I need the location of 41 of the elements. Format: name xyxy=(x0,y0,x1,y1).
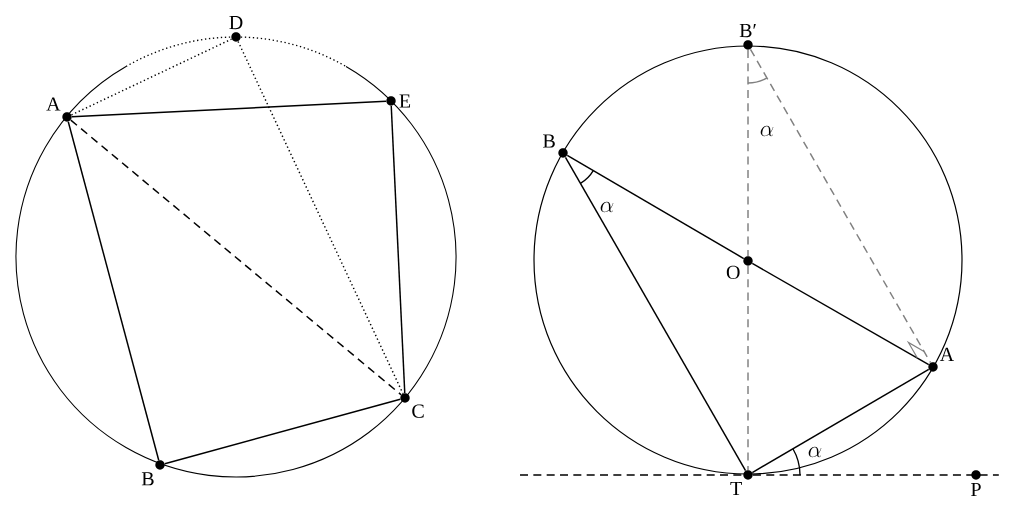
node-label: B xyxy=(141,472,154,486)
line-segment xyxy=(751,262,930,366)
line-segment xyxy=(749,48,932,364)
line-segment xyxy=(564,156,747,472)
labeled-point: E xyxy=(386,94,411,108)
line-segment xyxy=(751,368,930,474)
line-segment xyxy=(237,40,404,395)
line-segment xyxy=(566,154,745,260)
line-segment xyxy=(747,49,749,257)
node-label: D xyxy=(229,16,243,30)
node-label: A xyxy=(46,97,61,111)
line-segment xyxy=(70,38,233,116)
node-label: E xyxy=(399,94,411,108)
labeled-point: B′ xyxy=(739,24,756,50)
node-label: B xyxy=(543,134,555,148)
line-segment xyxy=(67,121,160,461)
labeled-point: C xyxy=(400,393,424,418)
node-label: C xyxy=(412,404,424,418)
labeled-point: T xyxy=(730,470,753,496)
labeled-point: A xyxy=(928,347,954,372)
labeled-point: P xyxy=(971,470,981,496)
node-label: O xyxy=(726,265,740,280)
node-label: T xyxy=(730,481,742,496)
node-label: A xyxy=(939,347,954,361)
labeled-point: A xyxy=(46,97,72,122)
line-segment xyxy=(70,119,402,396)
line-segment xyxy=(519,474,744,476)
angle-label: $\alpha$ xyxy=(600,201,614,213)
line-segment xyxy=(390,105,406,394)
node-label: B′ xyxy=(739,23,756,38)
angle-label: $\alpha$ xyxy=(808,446,822,458)
line-segment xyxy=(164,398,401,465)
labeled-point: D xyxy=(229,16,243,42)
angle-label: $\alpha$ xyxy=(760,125,774,137)
labeled-point: O xyxy=(726,256,753,280)
labeled-point: B xyxy=(543,134,568,158)
labeled-point: B xyxy=(141,460,165,486)
line-segment xyxy=(752,474,1000,476)
line-segment xyxy=(71,100,387,118)
line-segment xyxy=(747,265,749,471)
node-label: P xyxy=(971,482,981,496)
